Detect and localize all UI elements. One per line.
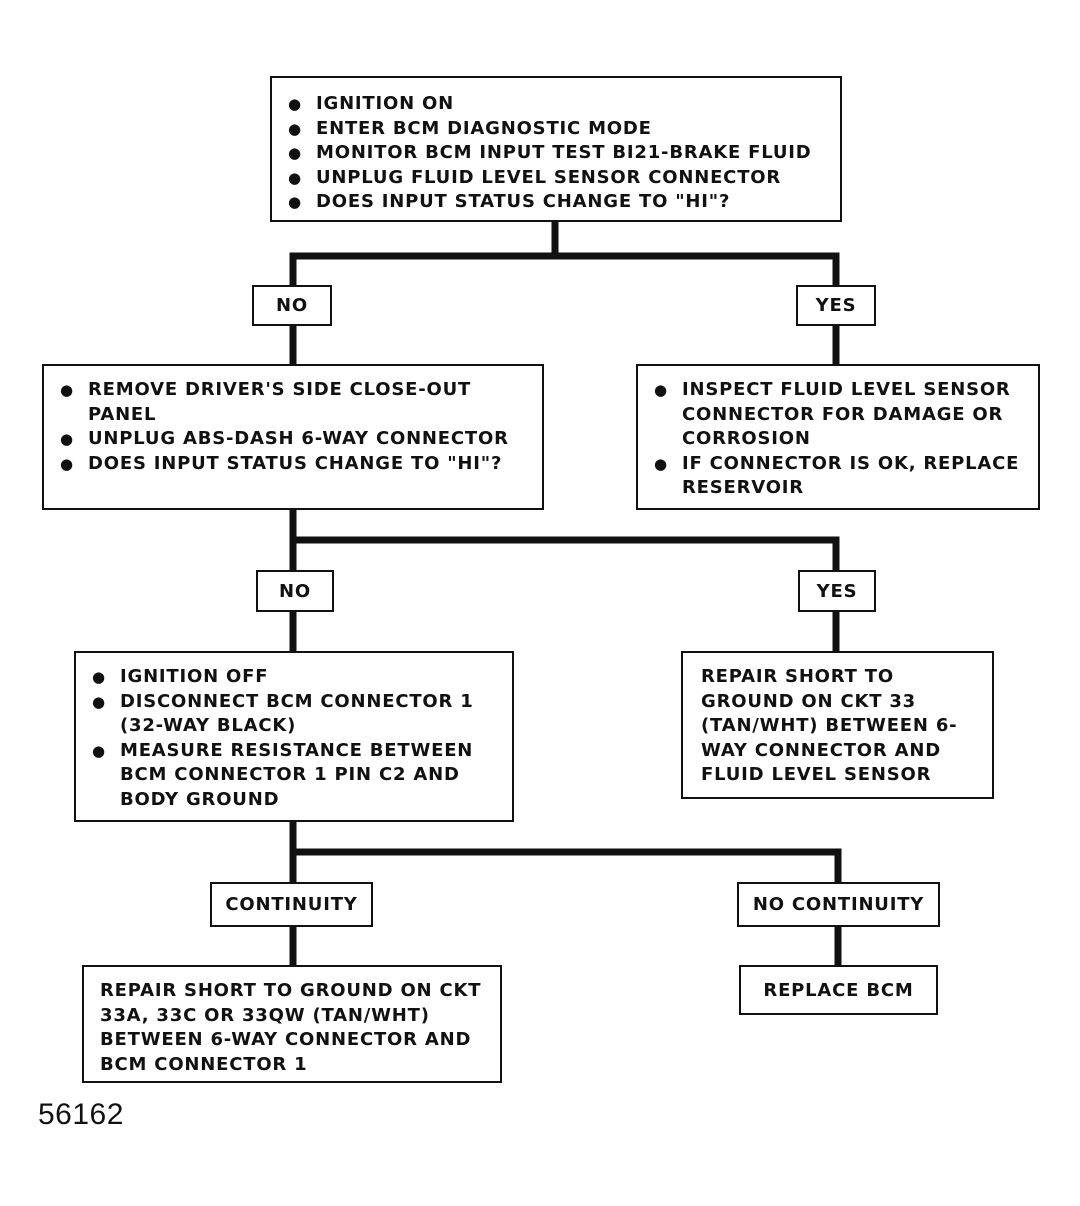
step-item: UNPLUG ABS-DASH 6-WAY CONNECTOR — [58, 427, 528, 452]
figure-number: 56162 — [38, 1098, 124, 1131]
branch2-no-label: NO — [256, 570, 334, 612]
step-item: DOES INPUT STATUS CHANGE TO "HI"? — [58, 452, 528, 477]
branch2-yes-label: YES — [798, 570, 876, 612]
step-item: IF CONNECTOR IS OK, REPLACE RESERVOIR — [652, 452, 1024, 501]
step-item: DOES INPUT STATUS CHANGE TO "HI"? — [286, 190, 826, 215]
step-item: MEASURE RESISTANCE BETWEEN BCM CONNECTOR… — [90, 739, 498, 813]
top-question-box: IGNITION ON ENTER BCM DIAGNOSTIC MODE MO… — [270, 76, 842, 222]
step-item: MONITOR BCM INPUT TEST BI21-BRAKE FLUID — [286, 141, 826, 166]
continuity-result-box: REPAIR SHORT TO GROUND ON CKT 33A, 33C O… — [82, 965, 502, 1083]
step-item: INSPECT FLUID LEVEL SENSOR CONNECTOR FOR… — [652, 378, 1024, 452]
branch1-no-label: NO — [252, 285, 332, 326]
no-continuity-label: NO CONTINUITY — [737, 882, 940, 927]
branch2-yes-box: REPAIR SHORT TO GROUND ON CKT 33 (TAN/WH… — [681, 651, 994, 799]
continuity-label: CONTINUITY — [210, 882, 373, 927]
step-item: ENTER BCM DIAGNOSTIC MODE — [286, 117, 826, 142]
step-item: UNPLUG FLUID LEVEL SENSOR CONNECTOR — [286, 166, 826, 191]
branch2-no-box: IGNITION OFF DISCONNECT BCM CONNECTOR 1 … — [74, 651, 514, 822]
step-item: DISCONNECT BCM CONNECTOR 1 (32-WAY BLACK… — [90, 690, 498, 739]
branch1-no-box: REMOVE DRIVER'S SIDE CLOSE-OUT PANEL UNP… — [42, 364, 544, 510]
step-item: IGNITION ON — [286, 92, 826, 117]
step-item: REMOVE DRIVER'S SIDE CLOSE-OUT PANEL — [58, 378, 528, 427]
step-item: IGNITION OFF — [90, 665, 498, 690]
branch1-yes-label: YES — [796, 285, 876, 326]
branch1-yes-box: INSPECT FLUID LEVEL SENSOR CONNECTOR FOR… — [636, 364, 1040, 510]
no-continuity-result-box: REPLACE BCM — [739, 965, 938, 1015]
